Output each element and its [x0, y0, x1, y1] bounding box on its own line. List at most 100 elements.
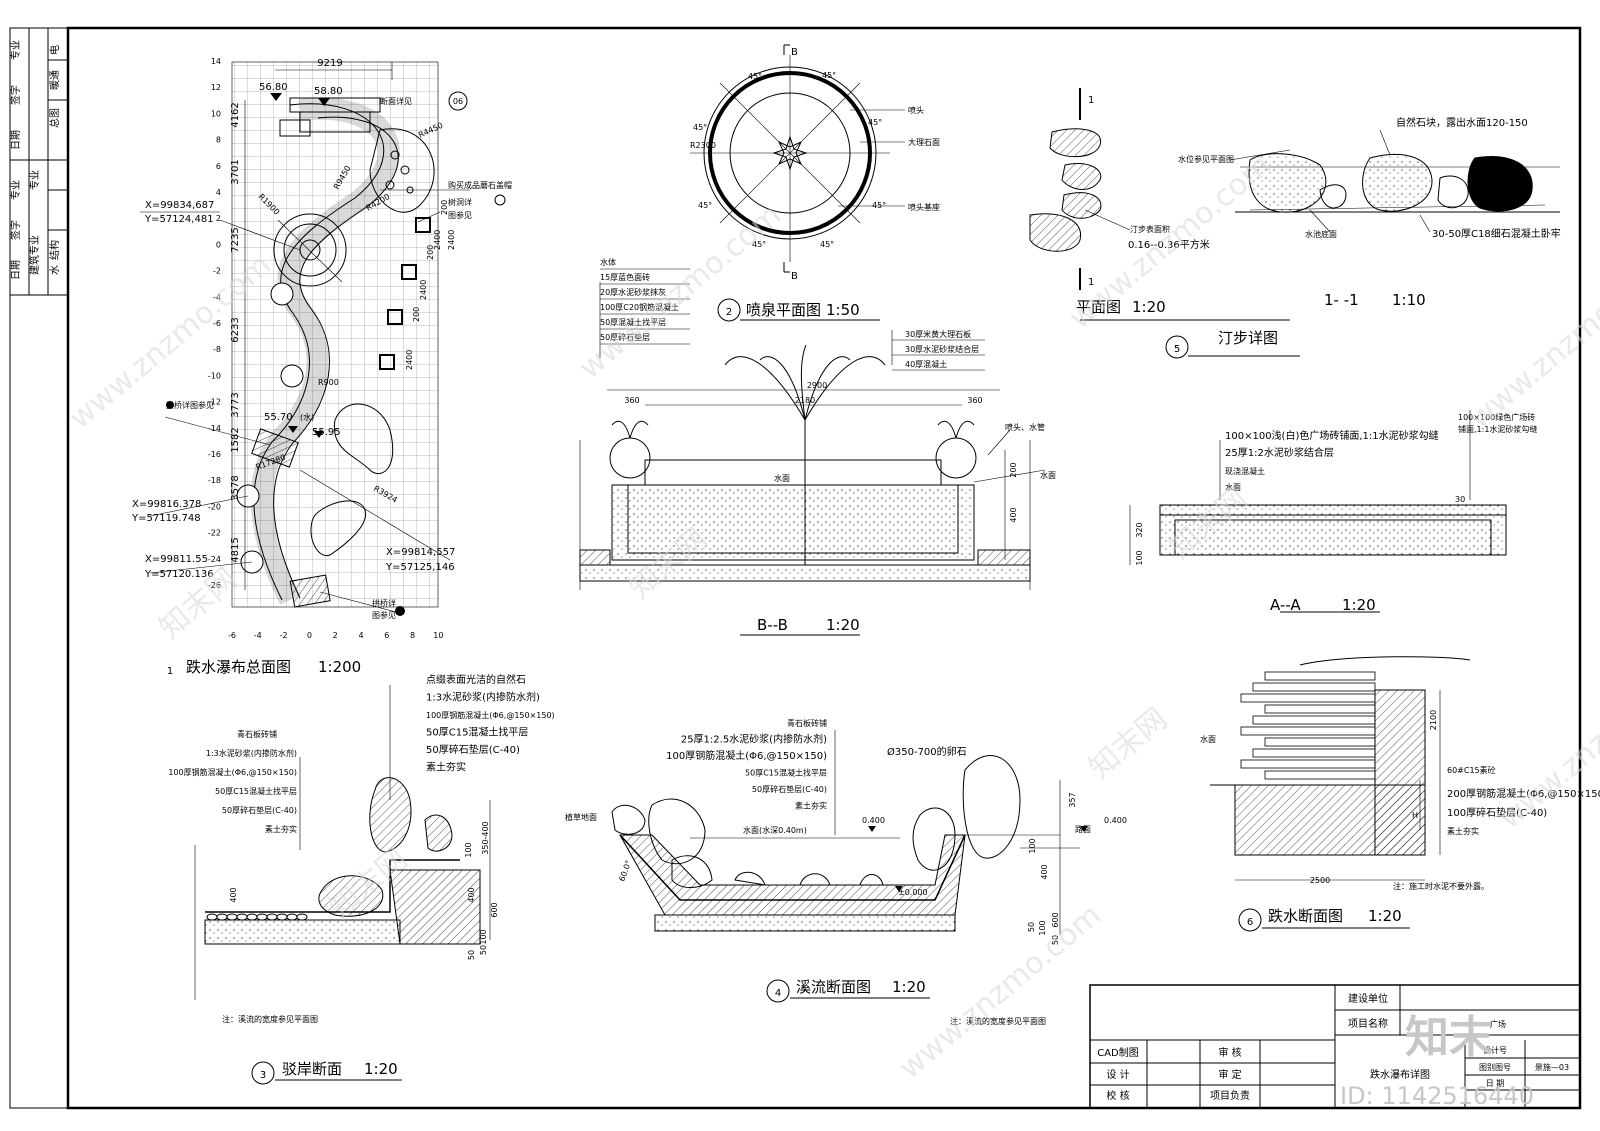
layer-note: 素土夯实	[426, 761, 466, 774]
watermark-logo: 知末	[1405, 1012, 1493, 1063]
layer-note: 25厚1:2.5水泥砂浆(内掺防水剂)	[681, 733, 827, 746]
radius-label: R2300	[690, 141, 716, 150]
fountain-section-bb	[579, 268, 1046, 636]
drawing-caption: A--A	[1270, 596, 1301, 614]
y-tick-label: 0	[216, 240, 221, 249]
x-tick-label: 8	[410, 631, 415, 640]
layer-note: 50厚C15混凝土找平层	[426, 726, 528, 739]
strip-label: 签字	[9, 220, 22, 240]
y-tick-label: -6	[213, 319, 221, 328]
drawing-caption: 喷泉平面图	[746, 301, 821, 319]
plan-note: 图参见	[448, 210, 472, 220]
title-cell: CAD制图	[1097, 1046, 1139, 1059]
x-tick-label: -6	[228, 631, 236, 640]
dim-label: 100	[1135, 550, 1144, 565]
angle-label: 45°	[868, 118, 882, 127]
drawing-caption: 1- -1	[1324, 291, 1359, 309]
layer-note: 60#C15素砼	[1447, 765, 1496, 775]
angle-label: 60.0°	[617, 859, 633, 883]
layer-note: 30厚米黄大理石板	[905, 329, 971, 339]
water-label: 水面	[774, 473, 790, 483]
layer-note: 30厚水泥砂浆结合层	[905, 344, 979, 354]
dim-label: 400	[1040, 864, 1049, 879]
elevation-note: (水)	[300, 412, 314, 422]
drawing-scale: 1:20	[1368, 907, 1402, 925]
dim-label: 357	[1068, 792, 1077, 807]
drawing-caption: 平面图	[1076, 298, 1121, 316]
section-mark: B	[791, 47, 798, 58]
dim-label: 3773	[230, 392, 241, 417]
dim-label: 2400	[419, 280, 428, 300]
layer-note: 50厚碎石垫层	[600, 332, 650, 342]
y-tick-label: -16	[208, 450, 221, 459]
drawing-scale: 1:50	[826, 301, 860, 319]
strip-label: 日期	[10, 260, 22, 280]
strip-label: 电	[48, 45, 61, 55]
dim-label: 200	[1009, 462, 1018, 477]
fountain-note: 大理石面	[908, 137, 940, 147]
strip-label: 专业	[28, 235, 41, 255]
layer-note: 素土夯实	[1447, 826, 1479, 836]
section-note: 注：溪流的宽度参见平面图	[222, 1014, 318, 1024]
dim-label: 400	[1009, 507, 1018, 522]
stepping-stone-detail	[1029, 88, 1560, 359]
y-tick-label: 12	[211, 83, 221, 92]
watermark-id: ID: 1142516440	[1340, 1082, 1534, 1110]
stone-area: 0.16--0.36平方米	[1128, 238, 1210, 251]
drawing-caption: 跌水断面图	[1268, 907, 1343, 925]
nozzle-label: 喷头、水管	[1005, 422, 1045, 432]
section-note: 注：溪流的宽度参见平面图	[950, 1016, 1046, 1026]
watermark-text: www.znzmo.com	[1493, 648, 1600, 837]
title-cell: 设 计	[1106, 1068, 1129, 1081]
layer-note: 素土夯实	[795, 801, 827, 811]
dim-label: 100	[1028, 838, 1037, 853]
caption-number: 4	[775, 988, 781, 999]
elevation-label: 55.95	[312, 427, 341, 438]
strip-label: 签字	[9, 85, 22, 105]
dim-label: 360	[624, 396, 639, 405]
fountain-note: 喷头	[908, 105, 924, 115]
section-ref-label: 断面详见	[380, 96, 412, 106]
title-cell: 审 定	[1218, 1068, 1241, 1081]
dim-label: 200	[426, 245, 435, 260]
dim-label: 400	[229, 887, 238, 902]
dim-label: 2500	[1310, 876, 1330, 885]
radius-label: R900	[318, 378, 339, 387]
y-tick-label: -12	[208, 398, 221, 407]
dim-label: 350-400	[481, 821, 490, 854]
layer-note: 100厚钢筋混凝土(Φ6,@150×150)	[426, 710, 555, 720]
drawing-scale: 1:10	[1392, 291, 1426, 309]
strip-label: 日期	[10, 130, 22, 150]
elevation-label: 56.80	[259, 82, 288, 93]
drawing-scale: 1:20	[1342, 596, 1376, 614]
title-cell: 项目名称	[1348, 1017, 1388, 1030]
dim-label: 200	[440, 200, 449, 215]
dim-label: 6233	[230, 317, 241, 342]
layer-note: 100×100浅(白)色广场砖铺面,1:1水泥砂浆勾缝	[1225, 429, 1439, 442]
strip-label: 专业	[9, 180, 22, 200]
dim-label: 100	[479, 929, 488, 944]
elevation-label: 0.400	[862, 816, 885, 825]
plan-note: 购买成品蘑石盖帽	[448, 180, 512, 190]
y-tick-label: 10	[211, 109, 221, 118]
section-note: 水池底面	[1305, 229, 1337, 239]
strip-label: 结构	[48, 240, 61, 260]
y-tick-label: -20	[208, 502, 221, 511]
layer-note: 水体	[600, 257, 616, 267]
stream-section	[611, 730, 1088, 1003]
dim-label: 50	[467, 950, 476, 960]
x-tick-label: 2	[333, 631, 338, 640]
revetment-section	[194, 685, 491, 1085]
section-note: 30-50厚C18细石混凝土卧牢	[1432, 227, 1561, 240]
drawing-title: 跌水瀑布详图	[1370, 1068, 1430, 1081]
angle-label: 45°	[822, 71, 836, 80]
construction-note: 注：施工时水泥不要外露。	[1393, 881, 1489, 891]
drawing-scale: 1:20	[826, 616, 860, 634]
caption-number: 3	[260, 1070, 266, 1081]
y-tick-label: -4	[213, 293, 221, 302]
elevation-label: ±0.000	[898, 888, 928, 897]
layer-note: 100厚钢筋混凝土(Φ6,@150×150)	[168, 767, 297, 777]
layer-note: 水面	[1225, 482, 1241, 492]
road-label: 路面	[1075, 824, 1091, 834]
x-tick-label: -2	[280, 631, 288, 640]
